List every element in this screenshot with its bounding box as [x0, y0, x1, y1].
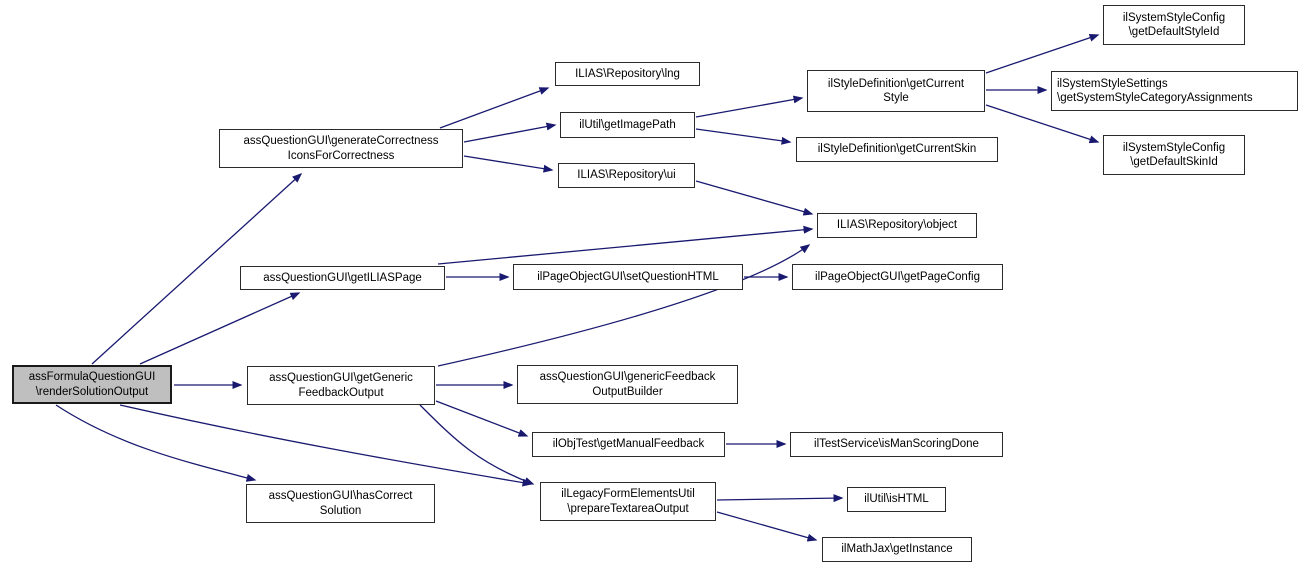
node-label: Style: [883, 92, 909, 104]
edge-rendersolutionoutput-to-hascorrectsolution: [55, 404, 257, 482]
node-ilmathjax-getinstance[interactable]: ilMathJax\getInstance: [822, 537, 972, 562]
node-label: ilSystemStyleConfig: [1122, 11, 1226, 24]
node-ilsystemstyleconfig-getdefaultstyleid[interactable]: ilSystemStyleConfig \getDefaultStyleId: [1103, 5, 1245, 45]
node-label: ilStyleDefinition\getCurrentSkin: [817, 143, 977, 156]
node-iltestservice-ismanscoringdone[interactable]: ilTestService\isManScoringDone: [790, 432, 1003, 457]
edge-getcurrentstyle-to-getdefaultstyleid: [985, 33, 1100, 74]
node-ilias-repository-object[interactable]: ILIAS\Repository\object: [817, 213, 977, 238]
node-ilstyledefinition-getcurrentskin[interactable]: ilStyleDefinition\getCurrentSkin: [796, 137, 998, 162]
node-label: ilPageObjectGUI\setQuestionHTML: [537, 270, 719, 283]
node-label: ilMathJax\getInstance: [841, 543, 953, 556]
node-label: ilStyleDefinition\getCurrent: [827, 77, 965, 90]
node-label: IconsForCorrectness: [287, 149, 395, 162]
node-assquestiongui-getgenericfeedbackoutput[interactable]: assQuestionGUI\getGeneric FeedbackOutput: [247, 366, 435, 405]
node-label: ilUtil\isHTML: [864, 493, 929, 506]
node-label: ilObjTest\getManualFeedback: [552, 438, 705, 451]
node-assquestiongui-genericfeedbackoutputbuilder[interactable]: assQuestionGUI\genericFeedback OutputBui…: [517, 365, 738, 404]
node-ilias-repository-ui[interactable]: ILIAS\Repository\ui: [558, 163, 695, 188]
node-ilutil-getimagepath[interactable]: ilUtil\getImagePath: [560, 112, 695, 138]
node-label: \renderSolutionOutput: [35, 385, 149, 398]
edge-getgenericfeedbackoutput-to-preparetextareaoutput: [419, 404, 535, 485]
node-label: assFormulaQuestionGUI: [28, 371, 156, 384]
node-label: assQuestionGUI\generateCorrectness: [243, 135, 439, 148]
node-ilsystemstylesettings-getsystemstylecategoryassignments[interactable]: ilSystemStyleSettings \getSystemStyleCat…: [1051, 71, 1298, 111]
node-label: ilSystemStyleSettings: [1057, 77, 1168, 90]
node-assquestiongui-getiliaspage[interactable]: assQuestionGUI\getILIASPage: [240, 266, 445, 290]
node-label: ilSystemStyleConfig: [1122, 141, 1226, 154]
edge-getimagepath-to-getcurrentskin: [695, 128, 792, 145]
node-label: ILIAS\Repository\lng: [575, 67, 680, 80]
node-label: Solution: [319, 504, 362, 517]
node-label: ILIAS\Repository\ui: [577, 169, 676, 182]
edge-rendersolutionoutput-to-getiliaspage: [139, 292, 301, 365]
edge-generatecorrectness-to-repository-ui: [463, 155, 554, 173]
edge-generatecorrectness-to-repository-lng: [439, 87, 550, 129]
edge-getgenericfeedbackoutput-to-getmanualfeedback: [435, 400, 529, 437]
node-label: OutputBuilder: [592, 385, 663, 398]
node-label: \getDefaultSkinId: [1130, 156, 1218, 168]
node-label: \prepareTextareaOutput: [567, 502, 689, 515]
node-ilutil-ishtml[interactable]: ilUtil\isHTML: [847, 487, 946, 512]
node-ilpageobjectgui-getpageconfig[interactable]: ilPageObjectGUI\getPageConfig: [792, 264, 1003, 290]
edge-repository-ui-to-repository-object: [695, 180, 814, 216]
edge-getiliaspage-to-repository-object: [437, 225, 814, 265]
node-label: ilUtil\getImagePath: [579, 118, 676, 131]
edge-preparetextareaoutput-to-ishtml: [716, 494, 844, 503]
node-ilsystemstyleconfig-getdefaultskinid[interactable]: ilSystemStyleConfig \getDefaultSkinId: [1103, 135, 1245, 175]
edge-generatecorrectness-to-getimagepath: [463, 122, 557, 143]
edge-rendersolutionoutput-to-preparetextareaoutput: [119, 404, 533, 487]
node-assformulaquestiongui-rendersolutionoutput[interactable]: assFormulaQuestionGUI \renderSolutionOut…: [12, 365, 172, 404]
node-illegacyformelementsutil-preparetextareaoutput[interactable]: ilLegacyFormElementsUtil \prepareTextare…: [540, 482, 716, 521]
node-label: \getSystemStyleCategoryAssignments: [1057, 92, 1253, 104]
node-assquestiongui-hascorrectsolution[interactable]: assQuestionGUI\hasCorrect Solution: [246, 484, 435, 523]
node-label: FeedbackOutput: [298, 386, 384, 399]
edge-getgenericfeedbackoutput-to-repository-object: [437, 244, 811, 367]
edge-rendersolutionoutput-to-generatecorrectness: [91, 172, 303, 365]
node-label: \getDefaultStyleId: [1128, 26, 1220, 38]
node-label: assQuestionGUI\genericFeedback: [539, 371, 716, 384]
node-label: ilTestService\isManScoringDone: [814, 438, 979, 451]
node-ilobjtest-getmanualfeedback[interactable]: ilObjTest\getManualFeedback: [532, 432, 725, 457]
edge-getimagepath-to-getcurrentstyle: [695, 95, 804, 118]
node-label: assQuestionGUI\getILIASPage: [263, 271, 422, 284]
node-label: assQuestionGUI\hasCorrect: [268, 490, 413, 503]
node-label: assQuestionGUI\getGeneric: [269, 372, 413, 385]
node-label: ilPageObjectGUI\getPageConfig: [815, 270, 980, 283]
node-ilstyledefinition-getcurrentstyle[interactable]: ilStyleDefinition\getCurrent Style: [807, 70, 985, 112]
edge-getcurrentstyle-to-getdefaultskinid: [985, 104, 1100, 144]
node-ilias-repository-lng[interactable]: ILIAS\Repository\lng: [555, 62, 700, 86]
node-ilpageobjectgui-setquestionhtml[interactable]: ilPageObjectGUI\setQuestionHTML: [513, 264, 743, 290]
edge-preparetextareaoutput-to-getinstance: [716, 511, 818, 542]
node-label: ILIAS\Repository\object: [836, 219, 958, 232]
node-assquestiongui-generatecorrectnessiconsforcorrectness[interactable]: assQuestionGUI\generateCorrectness Icons…: [219, 129, 463, 168]
node-label: ilLegacyFormElementsUtil: [561, 488, 695, 501]
